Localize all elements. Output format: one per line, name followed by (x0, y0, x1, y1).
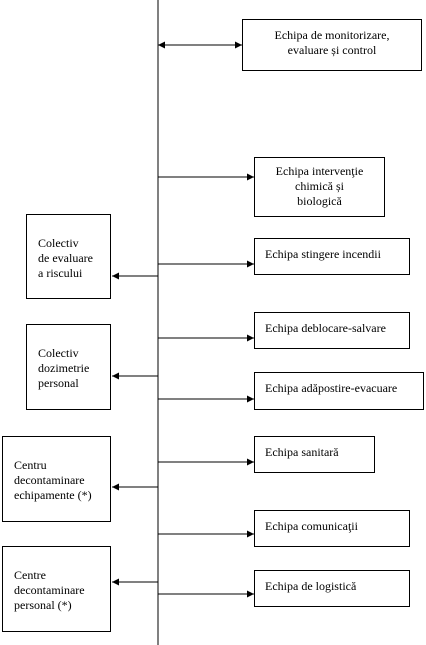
team-shelter-label: Echipa adăpostire-evacuare (265, 381, 398, 395)
team-fire-label: Echipa stingere incendii (265, 247, 381, 261)
unit-personnel-label: Centre decontaminare personal (*) (14, 568, 85, 612)
unit-risk-label: Colectiv de evaluare a riscului (38, 236, 93, 280)
team-rescue-box: Echipa deblocare-salvare (254, 312, 410, 349)
team-medical-box: Echipa sanitară (254, 436, 375, 473)
team-communications-box: Echipa comunicaţii (254, 510, 410, 547)
team-medical-label: Echipa sanitară (265, 445, 339, 459)
team-logistics-label: Echipa de logistică (265, 579, 357, 593)
unit-equipment-box: Centru decontaminare echipamente (*) (2, 436, 111, 522)
unit-equipment-label: Centru decontaminare echipamente (*) (14, 458, 92, 502)
unit-personnel-box: Centre decontaminare personal (*) (2, 546, 111, 632)
team-rescue-label: Echipa deblocare-salvare (265, 321, 386, 335)
unit-risk-box: Colectiv de evaluare a riscului (26, 214, 111, 299)
unit-dosimetry-box: Colectiv dozimetrie personal (26, 324, 111, 410)
team-chemical-label: Echipa intervenţie chimică și biologică (275, 164, 364, 208)
team-monitoring-label: Echipa de monitorizare, evaluare și cont… (274, 28, 390, 57)
unit-dosimetry-label: Colectiv dozimetrie personal (38, 346, 90, 390)
team-communications-label: Echipa comunicaţii (265, 519, 358, 533)
team-shelter-box: Echipa adăpostire-evacuare (254, 372, 424, 410)
team-chemical-box: Echipa intervenţie chimică și biologică (254, 157, 385, 217)
team-logistics-box: Echipa de logistică (254, 570, 410, 607)
team-fire-box: Echipa stingere incendii (254, 238, 410, 275)
team-monitoring-box: Echipa de monitorizare, evaluare și cont… (242, 19, 422, 71)
